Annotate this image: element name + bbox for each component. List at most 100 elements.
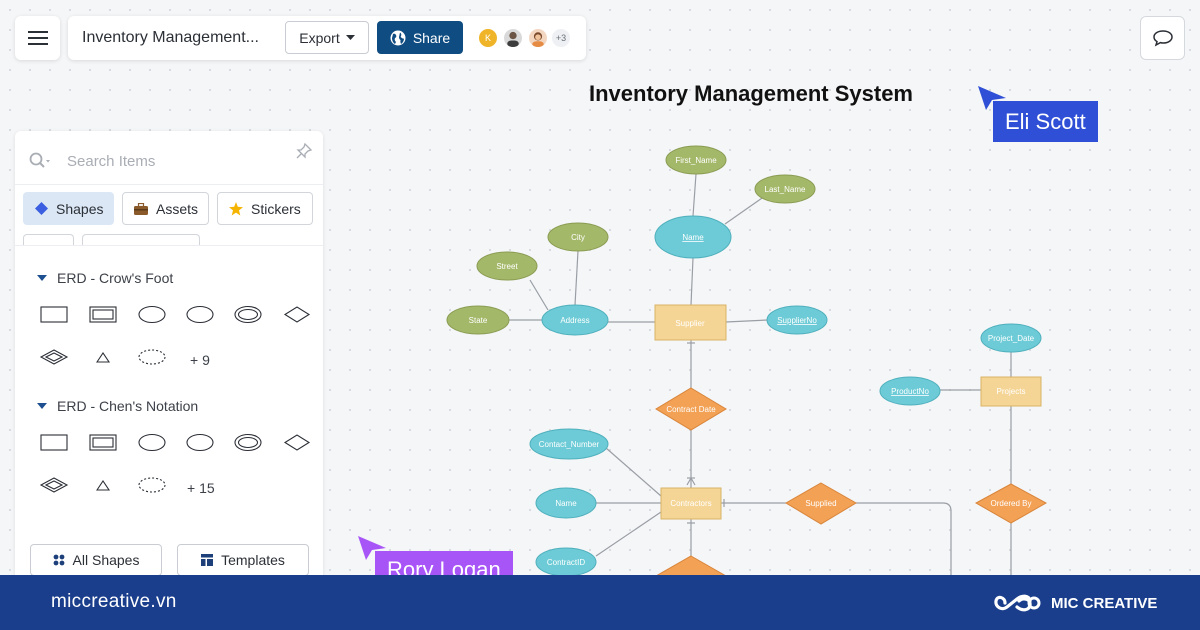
identifying-relationship-shape	[39, 349, 69, 365]
cardinality-marks	[686, 342, 725, 524]
attribute-contract-id: ContractID	[535, 547, 597, 577]
svg-text:Project_Date: Project_Date	[988, 334, 1035, 343]
cursor-pointer-icon	[978, 86, 1006, 110]
attribute-project-date: Project_Date	[980, 323, 1042, 353]
svg-text:City: City	[571, 233, 585, 242]
attribute-shape	[138, 305, 166, 324]
comment-icon	[1152, 30, 1173, 47]
export-button[interactable]: Export	[285, 21, 369, 54]
collaborator-cursor-label: Rory Logan	[375, 551, 513, 575]
avatar[interactable]	[527, 27, 549, 49]
caret-down-icon	[345, 34, 355, 40]
svg-text:Name: Name	[682, 233, 704, 242]
svg-text:Street: Street	[496, 262, 518, 271]
relationship-supplied: Supplied	[785, 482, 857, 525]
svg-text:Name: Name	[555, 499, 577, 508]
svg-text:Ordered By: Ordered By	[991, 499, 1032, 508]
relationship-shape	[283, 306, 311, 323]
entity-shape	[40, 306, 68, 323]
document-title[interactable]: Inventory Management...	[82, 29, 259, 46]
attribute-name-supplier: Name	[654, 215, 732, 259]
attribute-shape	[186, 305, 214, 324]
attribute-name-contractor: Name	[535, 487, 597, 519]
relationship-ordered-by: Ordered By	[974, 483, 1048, 524]
entity-contractors: Contractors	[660, 487, 722, 520]
svg-text:Projects: Projects	[997, 387, 1026, 396]
svg-text:First_Name: First_Name	[675, 156, 717, 165]
hamburger-icon	[27, 31, 48, 45]
svg-text:ContractID: ContractID	[547, 558, 585, 567]
star-icon	[229, 201, 243, 215]
svg-text:Contact_Number: Contact_Number	[539, 440, 600, 449]
crows-foot-shapes-grid[interactable]	[37, 303, 317, 367]
attribute-last-name: Last_Name	[754, 174, 816, 204]
footer-brand-name: MIC CREATIVE	[1051, 594, 1158, 612]
templates-button[interactable]: Templates	[177, 544, 309, 576]
tab-label: Stickers	[251, 200, 301, 217]
comment-button[interactable]	[1140, 16, 1185, 60]
tab-shapes[interactable]: Shapes	[23, 192, 114, 225]
tab-assets[interactable]: Assets	[122, 192, 209, 225]
attribute-contact-number: Contact_Number	[529, 428, 609, 460]
category-header-crows-foot[interactable]: ERD - Crow's Foot	[37, 270, 173, 286]
divider	[15, 245, 323, 246]
multivalued-attribute-shape	[234, 433, 262, 452]
footer-brand: MIC CREATIVE	[993, 589, 1157, 617]
svg-text:SupplierNo: SupplierNo	[777, 316, 817, 325]
templates-label: Templates	[221, 552, 285, 568]
grid-icon	[53, 554, 64, 566]
mic-creative-logo-icon	[994, 594, 1041, 612]
weak-entity-shape	[89, 306, 117, 323]
svg-text:State: State	[469, 316, 488, 325]
top-toolbar: Inventory Management... Export Share K +…	[68, 16, 586, 60]
attribute-state: State	[446, 305, 510, 335]
avatar[interactable]	[502, 27, 524, 49]
share-label: Share	[412, 29, 451, 46]
footer-bar: miccreative.vn MIC CREATIVE	[0, 575, 1200, 630]
pin-icon[interactable]	[295, 142, 313, 160]
svg-text:Supplier: Supplier	[675, 319, 705, 328]
tab-stickers[interactable]: Stickers	[217, 192, 313, 225]
category-header-chens-notation[interactable]: ERD - Chen's Notation	[37, 398, 198, 414]
category-title: ERD - Chen's Notation	[57, 398, 199, 414]
weak-entity-shape	[89, 434, 117, 451]
search-input[interactable]: Search Items	[67, 153, 156, 170]
entity-projects: Projects	[980, 376, 1042, 407]
attribute-street: Street	[476, 251, 538, 281]
entity-shape	[40, 434, 68, 451]
footer-url[interactable]: miccreative.vn	[51, 591, 177, 612]
svg-text:Address: Address	[560, 316, 589, 325]
triangle-shape	[95, 480, 111, 491]
menu-button[interactable]	[15, 16, 60, 60]
attribute-supplier-no: SupplierNo	[766, 305, 828, 335]
derived-attribute-shape	[138, 477, 166, 493]
attribute-city: City	[547, 222, 609, 252]
svg-text:Supplied: Supplied	[805, 499, 836, 508]
share-button[interactable]: Share	[377, 21, 463, 54]
export-label: Export	[299, 29, 340, 46]
attribute-product-no: ProductNo	[879, 376, 941, 406]
user-photo-icon	[532, 32, 544, 47]
entity-supplier: Supplier	[654, 304, 727, 341]
svg-text:ProductNo: ProductNo	[891, 387, 929, 396]
diagram-title[interactable]: Inventory Management System	[589, 81, 913, 106]
connector-lines	[509, 173, 1012, 575]
attribute-first-name: First_Name	[665, 145, 727, 175]
globe-icon	[390, 30, 406, 45]
more-shapes-count[interactable]: + 15	[187, 480, 215, 496]
search-bar[interactable]: Search Items	[15, 131, 323, 185]
shapes-panel: Search Items Shapes Assets Stickers ERD …	[15, 131, 323, 581]
tab-partial[interactable]	[23, 234, 74, 246]
more-shapes-count[interactable]: + 9	[190, 352, 210, 368]
collaborator-cursor-label: Eli Scott	[993, 101, 1098, 142]
avatar[interactable]: K	[477, 27, 499, 49]
chens-notation-shapes-grid[interactable]	[37, 431, 317, 495]
tab-partial[interactable]	[82, 234, 200, 246]
svg-text:Contract Date: Contract Date	[666, 405, 716, 414]
user-photo-icon	[507, 31, 519, 47]
caret-down-icon	[37, 274, 47, 281]
cursor-pointer-icon	[358, 536, 386, 560]
all-shapes-label: All Shapes	[72, 552, 140, 568]
more-users-badge[interactable]: +3	[550, 27, 572, 49]
